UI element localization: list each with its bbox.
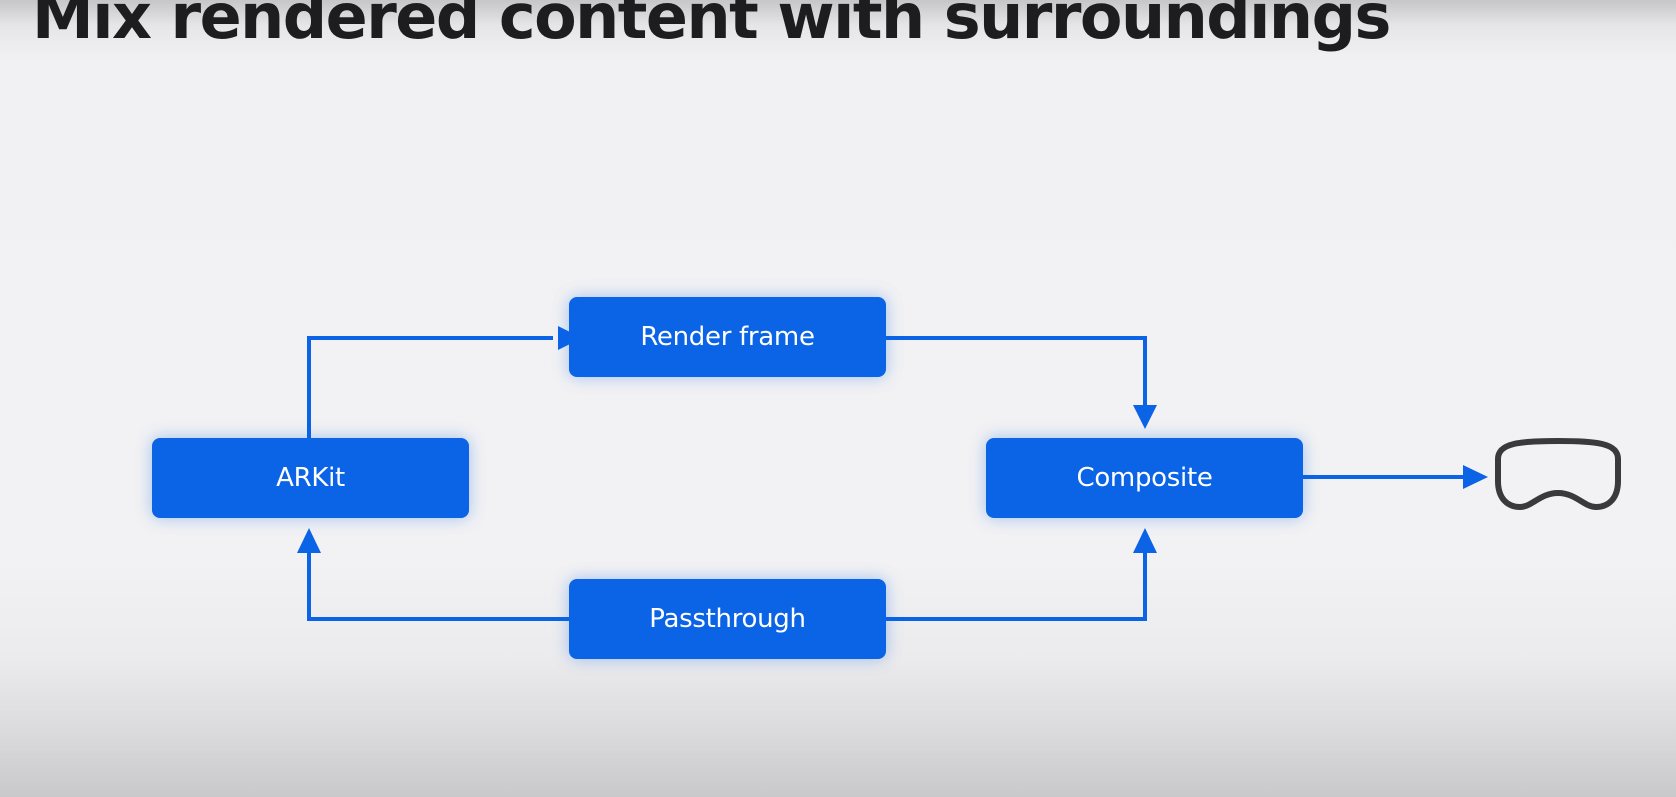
edge-arkit-to-render-frame xyxy=(307,336,553,438)
arrowhead-composite-bottom xyxy=(1133,528,1157,553)
arrowhead-composite-top xyxy=(1133,405,1157,429)
node-passthrough-label: Passthrough xyxy=(649,604,806,634)
edge-render-frame-to-composite xyxy=(886,336,1147,407)
node-passthrough: Passthrough xyxy=(569,579,886,659)
arrowhead-headset xyxy=(1463,465,1488,489)
node-composite: Composite xyxy=(986,438,1303,518)
node-render-frame-label: Render frame xyxy=(640,322,815,352)
node-arkit: ARKit xyxy=(152,438,469,518)
node-render-frame: Render frame xyxy=(569,297,886,377)
node-arkit-label: ARKit xyxy=(276,463,345,493)
slide-title: Mix rendered content with surroundings xyxy=(32,0,1391,53)
headset-icon xyxy=(1495,438,1621,510)
edge-passthrough-to-composite xyxy=(886,551,1147,621)
arrowhead-arkit-bottom xyxy=(297,528,321,553)
node-composite-label: Composite xyxy=(1076,463,1213,493)
edge-passthrough-to-arkit xyxy=(307,551,569,621)
